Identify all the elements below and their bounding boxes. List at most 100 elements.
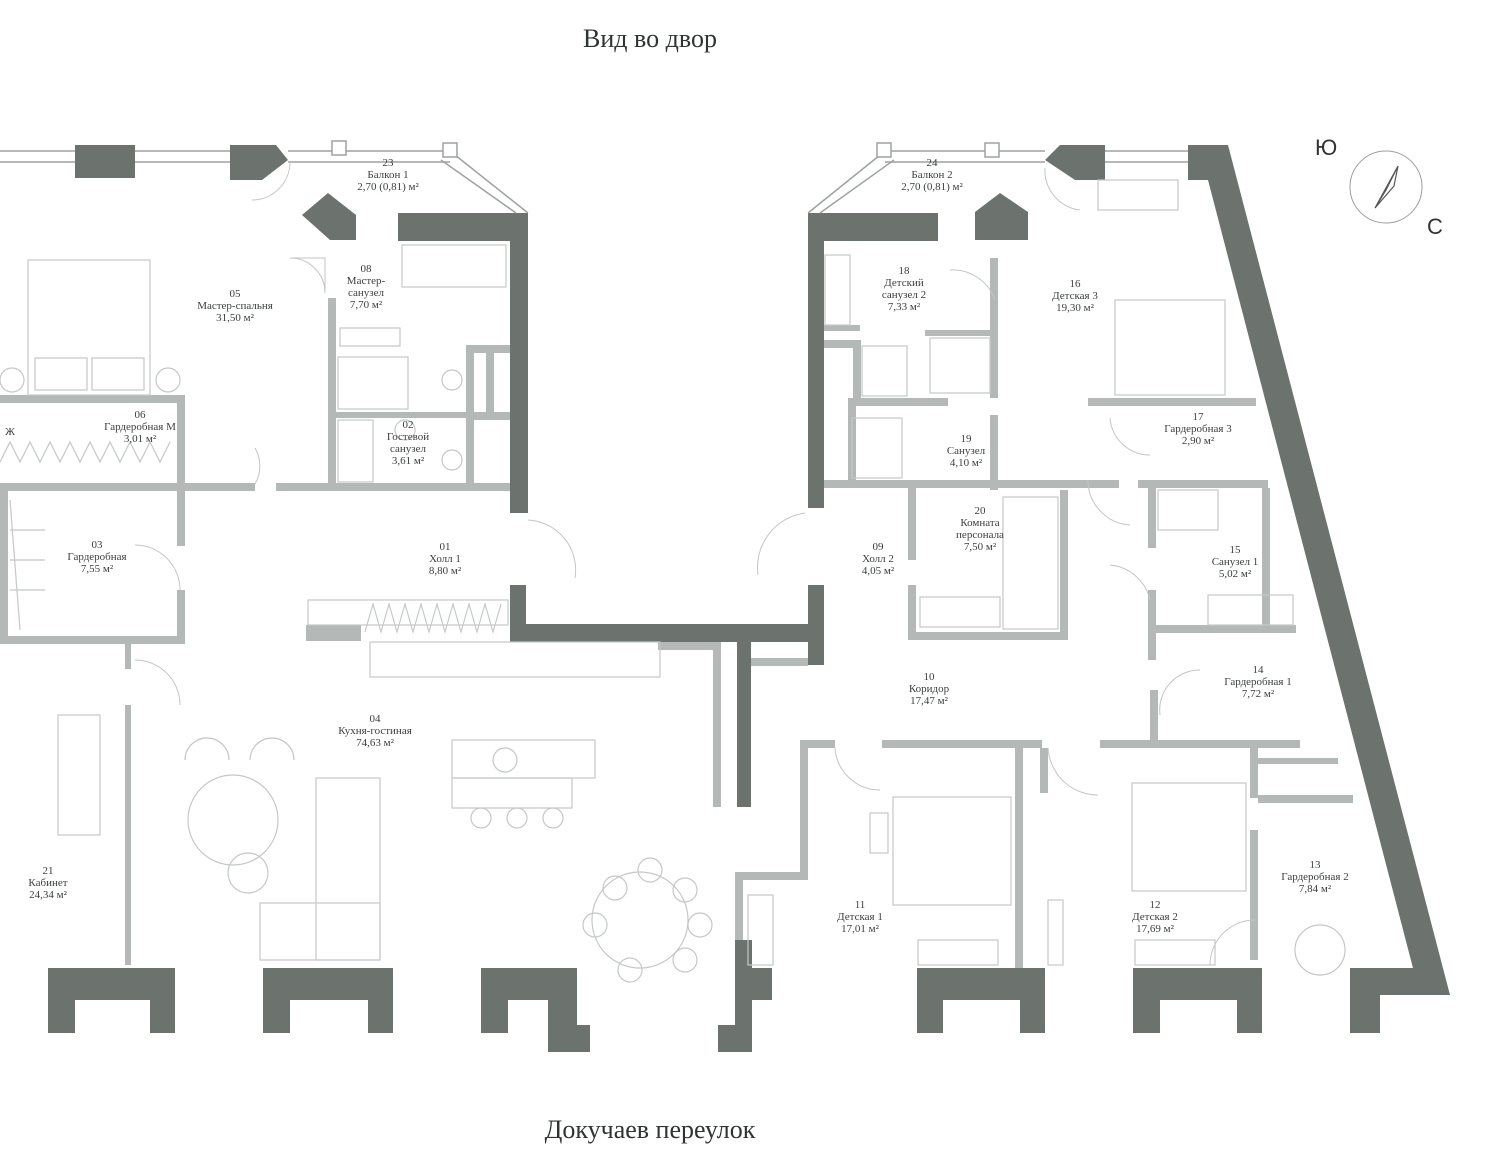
room-area: 4,10 м² [950,457,983,469]
room-number: 19 [961,433,973,445]
room-name: Кабинет [28,877,67,889]
room-name: Мастер- [347,275,386,287]
room-name: Санузел [947,445,986,457]
room-area: 7,84 м² [1299,883,1332,895]
room-area: 2,70 (0,81) м² [901,181,963,193]
room-name: Детская 2 [1132,911,1178,923]
compass-south-letter: Ю [1315,135,1337,160]
compass-north-letter: С [1427,214,1443,239]
room-name: Гардеробная [67,551,126,563]
room-area: 8,80 м² [429,565,462,577]
room-name: Кухня-гостиная [338,725,412,737]
room-number: 02 [403,419,414,431]
compass: Ю С [1315,135,1443,239]
room-area: 2,70 (0,81) м² [357,181,419,193]
room-number: 12 [1150,899,1161,911]
room-name: Холл 1 [429,553,461,565]
room-name: персонала [956,529,1004,541]
room-area: 19,30 м² [1056,302,1094,314]
room-name: Комната [960,517,999,529]
room-name: Коридор [909,683,950,695]
room-area: 7,70 м² [350,299,383,311]
room-number: 04 [370,713,382,725]
room-number: 13 [1310,859,1322,871]
structural-walls [48,145,1450,1052]
room-area: 7,50 м² [964,541,997,553]
room-name: Санузел 1 [1212,556,1259,568]
cut-room-label: Ж [5,426,15,438]
room-name: санузел [348,287,385,299]
interior-partitions [0,258,1353,968]
room-name: санузел [390,443,427,455]
room-area: 2,90 м² [1182,435,1215,447]
room-area: 74,63 м² [356,737,394,749]
room-name: Детская 1 [837,911,883,923]
room-area: 31,50 м² [216,312,254,324]
room-area: 7,55 м² [81,563,114,575]
room-number: 18 [899,265,911,277]
room-area: 5,02 м² [1219,568,1252,580]
room-number: 21 [43,865,54,877]
room-area: 4,05 м² [862,565,895,577]
room-number: 11 [855,899,866,911]
room-number: 15 [1230,544,1242,556]
room-name: Балкон 1 [367,169,408,181]
room-number: 08 [361,263,373,275]
room-number: 03 [92,539,104,551]
room-name: Холл 2 [862,553,894,565]
room-area: 7,72 м² [1242,688,1275,700]
door-swings [134,161,1256,966]
room-number: 05 [230,288,242,300]
room-name: Гостевой [387,431,429,443]
room-area: 3,61 м² [392,455,425,467]
room-name: санузел 2 [882,289,926,301]
furniture [0,179,1346,983]
room-number: 09 [873,541,885,553]
room-name: Гардеробная М [104,421,176,433]
room-name: Гардеробная 1 [1224,676,1291,688]
compass-circle [1349,150,1423,224]
courtyard-view-title: Вид во двор [583,24,717,53]
room-number: 16 [1070,278,1082,290]
room-number: 01 [440,541,451,553]
room-number: 17 [1193,411,1205,423]
room-name: Детская 3 [1052,290,1098,302]
room-number: 24 [927,157,939,169]
room-name: Мастер-спальня [197,300,273,312]
room-name: Балкон 2 [911,169,952,181]
room-area: 24,34 м² [29,889,67,901]
room-area: 7,33 м² [888,301,921,313]
street-name: Докучаев переулок [545,1115,756,1144]
room-number: 06 [135,409,147,421]
room-name: Гардеробная 2 [1281,871,1348,883]
room-area: 17,69 м² [1136,923,1174,935]
room-area: 17,01 м² [841,923,879,935]
room-number: 14 [1253,664,1265,676]
room-name: Детский [884,277,924,289]
room-area: 3,01 м² [124,433,157,445]
room-number: 20 [975,505,987,517]
compass-needle-icon [1374,165,1399,209]
